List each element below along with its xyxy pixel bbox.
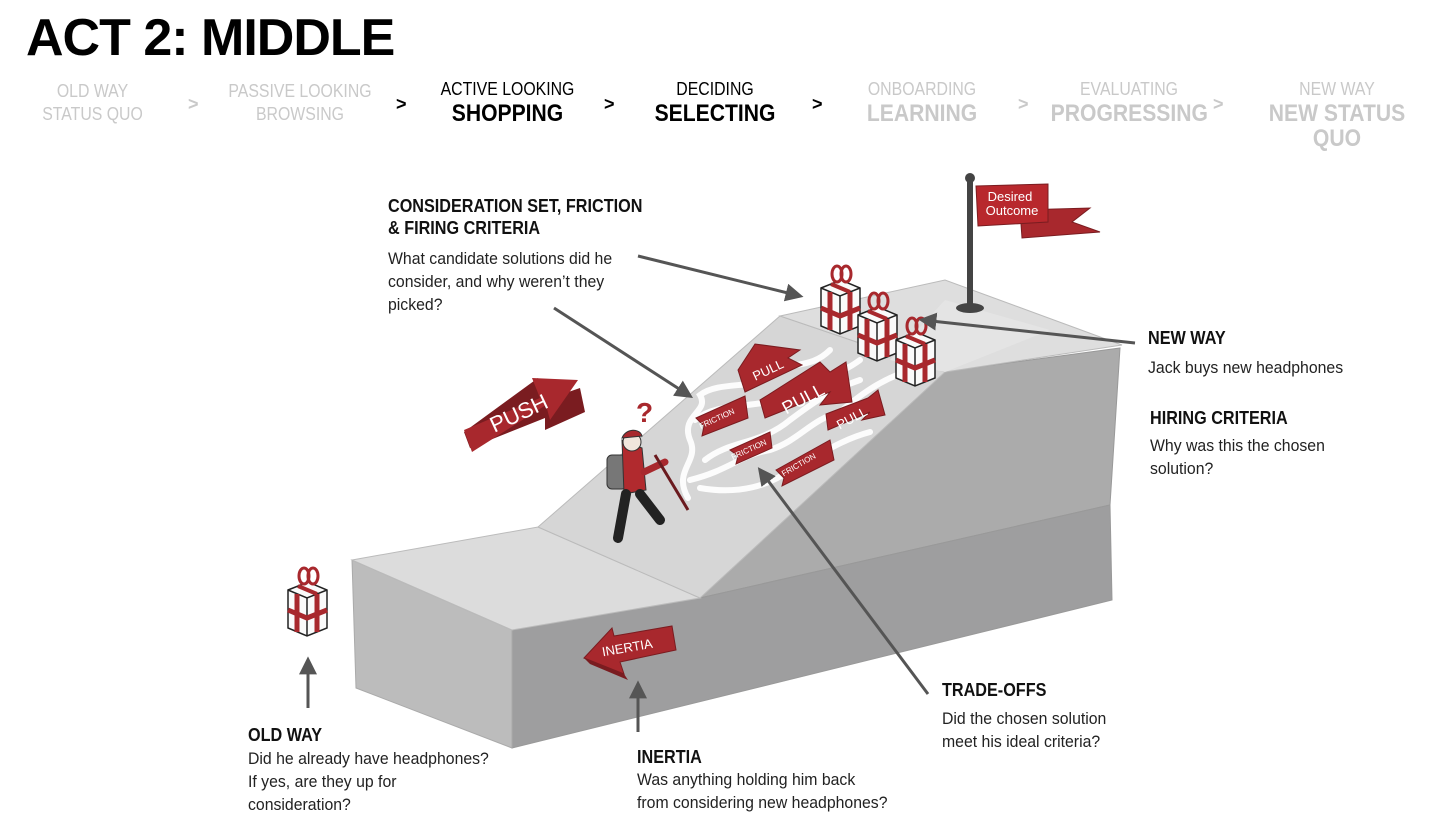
hill-terrain (350, 279, 1123, 749)
flag-label-line1: Desired (988, 189, 1033, 204)
question-mark: ? (636, 397, 653, 428)
desired-outcome-flag: Desired Outcome (956, 173, 1101, 313)
push-arrow: PUSH (464, 378, 585, 452)
stage-separator: > (1018, 94, 1029, 114)
flag-label-line2: Outcome (986, 203, 1039, 218)
hiker-figure: ? (606, 397, 690, 543)
page-title: ACT 2: MIDDLE (26, 9, 395, 67)
inertia-arrow: INERTIA (583, 625, 677, 680)
note-old-way: OLD WAY Did he already have headphones? … (248, 725, 489, 814)
callout-arrows (299, 254, 1136, 732)
note-inertia: INERTIA Was anything holding him back fr… (637, 747, 888, 812)
stage-separator: > (188, 94, 199, 114)
stage-separator: > (396, 94, 407, 114)
note-new-way: NEW WAY Jack buys new headphones (1148, 328, 1344, 377)
note-trade-offs: TRADE-OFFS Did the chosen solution meet … (942, 680, 1107, 751)
note-consideration-set: CONSIDERATION SET, FRICTION & FIRING CRI… (388, 196, 643, 314)
stage-separator: > (604, 94, 615, 114)
candidate-gift-icon (821, 266, 860, 334)
old-way-gift-icon (288, 568, 327, 636)
stage-separator: > (1213, 94, 1224, 114)
note-hiring-criteria: HIRING CRITERIA Why was this the chosen … (1150, 408, 1325, 478)
stage-separator: > (812, 94, 823, 114)
